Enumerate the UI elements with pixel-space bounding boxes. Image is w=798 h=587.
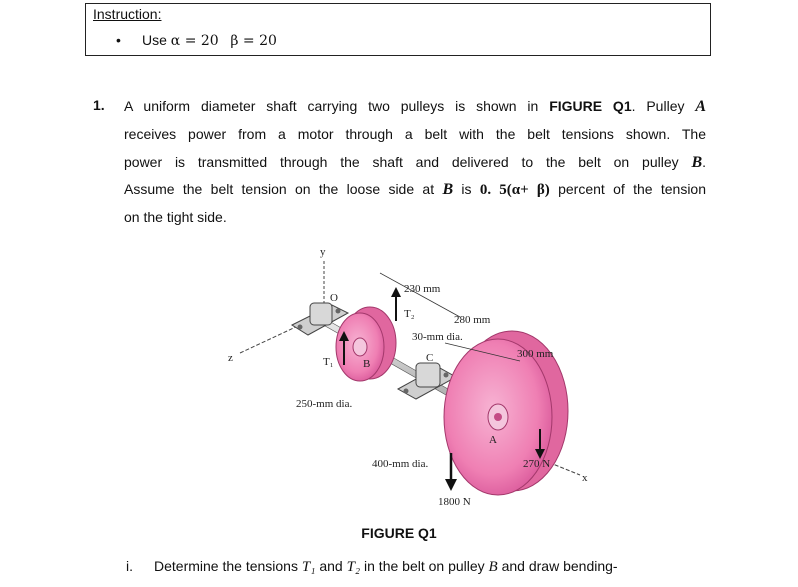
shaft-pulley-figure: y O z x T₁ T₂ B C A 230 mm 280 mm 300 mm… [220,243,600,513]
dim-line-230-280 [379,272,461,318]
dim-line-300 [444,342,521,362]
sub-end: and draw bending- [501,558,618,574]
subquestion-text: Determine the tensions T₁ and T₂ in the … [154,558,704,576]
label-z: z [228,352,233,364]
pulley-b-symbol: B [691,154,703,171]
pulley-a-symbol: A [695,98,707,115]
label-300mm: 300 mm [517,348,554,360]
q3-text: power is transmitted through the shaft a… [124,154,679,170]
t1-arrow [339,331,349,365]
use-prefix: Use [142,32,167,48]
sub-t1: T₁ [301,559,316,575]
instruction-text: Use α = 20 β = 20 [142,32,277,49]
percent-expression: 0. 5(α+ β) [479,182,550,198]
alpha-value: α = 20 [170,33,219,49]
instruction-title: Instruction: [93,6,162,22]
label-250mm-dia: 250-mm dia. [296,398,352,410]
subquestion-number: i. [126,558,133,574]
label-t2: T₂ [404,308,415,320]
figure-ref: FIGURE Q1 [549,98,632,114]
q4-is: is [461,181,472,197]
q1-text-b: . Pulley [631,98,685,114]
question-line-5: on the tight side. [124,209,227,225]
t2-arrow [391,287,401,321]
question-line-1: A uniform diameter shaft carrying two pu… [124,98,706,115]
bearing-c [396,362,458,400]
figure-caption: FIGURE Q1 [361,525,437,541]
sub-b: B [488,559,498,575]
question-line-2: receives power from a motor through a be… [124,126,706,142]
bullet-symbol: • [116,32,121,48]
label-1800n: 1800 N [438,496,471,508]
label-t1: T₁ [323,356,334,368]
sub-post: in the belt on pulley [364,558,485,574]
sub-t2: T₂ [346,559,361,575]
label-30mm-dia: 30-mm dia. [412,331,463,343]
bearing-o [290,302,350,336]
label-400mm-dia: 400-mm dia. [372,458,428,470]
q1-text-a: A uniform diameter shaft carrying two pu… [124,98,539,114]
label-y: y [320,246,326,258]
beta-value: β = 20 [230,33,277,49]
q3-end: . [702,154,707,170]
question-line-4: Assume the belt tension on the loose sid… [124,181,706,198]
sub-pre: Determine the tensions [154,558,298,574]
label-a: A [489,434,497,446]
label-230mm: 230 mm [404,283,441,295]
instruction-box: Instruction: • Use α = 20 β = 20 [85,3,711,56]
question-number: 1. [93,97,105,113]
pulley-b-symbol-2: B [442,181,454,198]
pulley-b [335,306,397,382]
q4-text-b: percent of the tension [558,181,707,197]
label-c: C [426,352,433,364]
q4-text-a: Assume the belt tension on the loose sid… [124,181,435,197]
question-line-3: power is transmitted through the shaft a… [124,154,706,171]
force-1800-arrow [445,453,457,491]
label-o: O [330,292,338,304]
force-270-arrow [535,429,545,459]
label-b: B [363,358,370,370]
label-280mm: 280 mm [454,314,491,326]
figure-drawing: y O z x T₁ T₂ B C A 230 mm 280 mm 300 mm… [228,246,588,508]
label-x: x [582,472,588,484]
sub-and: and [319,558,343,574]
label-270n: 270 N [523,458,550,470]
